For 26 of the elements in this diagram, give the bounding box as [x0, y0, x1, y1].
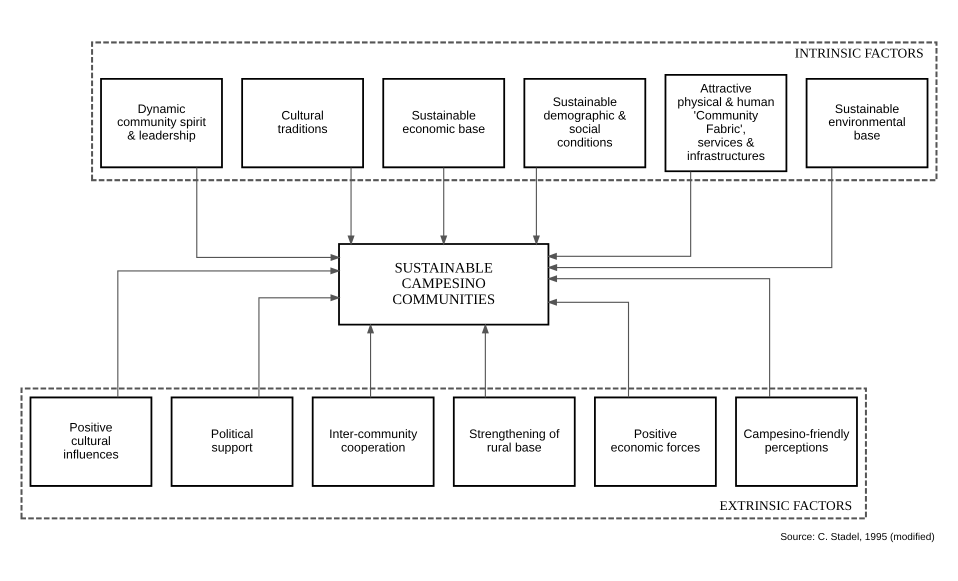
arrow [532, 168, 540, 246]
arrow [348, 168, 355, 246]
arrow [196, 167, 341, 261]
node-box: Sustainable demographic & social conditions [523, 78, 646, 168]
node-box: Positive cultural influences [30, 396, 152, 487]
arrow [547, 168, 832, 272]
arrow [440, 168, 448, 246]
caption: Source: C. Stadel, 1995 (modified) [780, 532, 935, 543]
arrow [546, 275, 770, 398]
arrow [117, 267, 340, 398]
node-box: Cultural traditions [241, 78, 364, 168]
arrow [482, 323, 489, 398]
arrow [367, 323, 374, 398]
node-box: SUSTAINABLE CAMPESINO COMMUNITIES [338, 243, 550, 326]
arrow [546, 172, 692, 260]
node-box: Attractive physical & human 'Community Fabric', services & infrastructures [664, 74, 788, 172]
node-box: Political support [170, 396, 294, 487]
node-box: Dynamic community spirit & leadership [100, 78, 223, 168]
node-box: Strengthening of rural base [452, 396, 576, 487]
node-box: Campesino-friendly perceptions [735, 396, 858, 487]
node-box: Sustainable environmental base [806, 78, 928, 168]
arrow [546, 298, 630, 398]
arrow [258, 294, 341, 398]
node-box: Inter-community cooperation [312, 396, 435, 487]
node-box: Positive economic forces [594, 396, 717, 487]
node-box: Sustainable economic base [382, 78, 506, 168]
